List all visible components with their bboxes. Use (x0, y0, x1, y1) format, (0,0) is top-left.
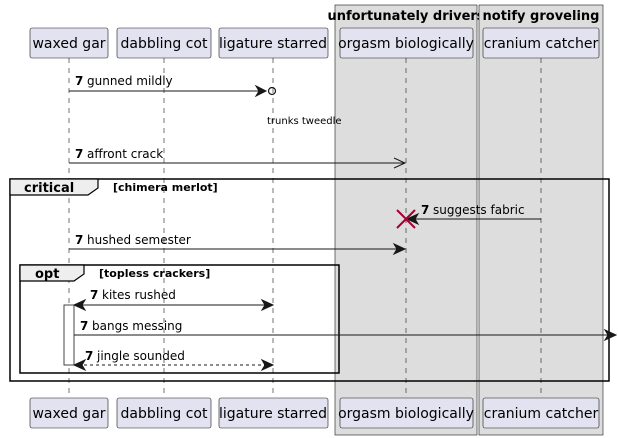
fragment-condition: [chimera merlot] (113, 181, 218, 194)
participant-label: ligature starred (219, 36, 327, 52)
arrow-head-icon (392, 242, 407, 256)
participant-label: dabbling cot (121, 36, 208, 52)
message-gunned-mildly: 7 gunned mildly (69, 74, 277, 98)
message-label: kites rushed (102, 288, 176, 302)
message-label: hushed semester (87, 233, 191, 247)
arrow-head-left-icon (72, 298, 87, 312)
note-trunks-tweedle: trunks tweedle (267, 116, 342, 127)
participant-cranium-catcher-bottom: cranium catcher (482, 397, 600, 429)
message-label: jingle sounded (96, 349, 185, 363)
group-box-unfortunately-drivers: unfortunately drivers (327, 4, 485, 436)
participant-label: orgasm biologically (338, 36, 474, 52)
fragment-keyword: opt (35, 267, 59, 282)
arrow-head-icon (254, 84, 268, 98)
activation-bar (63, 304, 75, 366)
participant-orgasm-biologically-top: orgasm biologically (338, 27, 474, 59)
participant-waxed-gar-bottom: waxed gar (29, 397, 109, 429)
message-hushed-semester: 7 hushed semester (69, 233, 407, 256)
participant-label: orgasm biologically (338, 406, 474, 422)
message-label: affront crack (87, 147, 163, 161)
circle-endpoint-icon (267, 86, 277, 96)
participant-label: ligature starred (219, 406, 327, 422)
destroy-x-icon (396, 209, 416, 229)
message-number: 7 (85, 349, 93, 363)
message-label: gunned mildly (87, 74, 173, 88)
group-box-notify-groveling: notify groveling (478, 4, 604, 436)
participant-dabbling-cot-bottom: dabbling cot (116, 397, 212, 429)
fragment-condition: [topless crackers] (99, 267, 210, 280)
participant-ligature-starred-top: ligature starred (218, 27, 329, 59)
message-number: 7 (75, 74, 83, 88)
participant-dabbling-cot-top: dabbling cot (116, 27, 212, 59)
message-number: 7 (80, 319, 88, 333)
fragment-critical: critical [chimera merlot] (9, 178, 610, 382)
open-arrow-head-icon (393, 157, 407, 169)
message-label: bangs messing (92, 319, 182, 333)
arrow-head-right-icon (260, 298, 275, 312)
arrow-head-right-icon (260, 358, 275, 372)
participant-ligature-starred-bottom: ligature starred (218, 397, 329, 429)
participant-label: waxed gar (32, 406, 105, 422)
group-box-title: unfortunately drivers (327, 9, 484, 24)
message-kites-rushed: 7 kites rushed (72, 288, 275, 312)
participant-label: dabbling cot (121, 406, 208, 422)
message-affront-crack: 7 affront crack (69, 147, 407, 169)
participant-orgasm-biologically-bottom: orgasm biologically (338, 397, 474, 429)
participant-label: cranium catcher (484, 406, 599, 422)
participant-cranium-catcher-top: cranium catcher (482, 27, 600, 59)
participant-label: cranium catcher (484, 36, 599, 52)
participant-waxed-gar-top: waxed gar (29, 27, 109, 59)
message-suggests-fabric: 7 suggests fabric (396, 203, 541, 229)
arrow-head-left-icon (72, 358, 87, 372)
participant-label: waxed gar (32, 36, 105, 52)
group-box-title: notify groveling (483, 9, 600, 24)
message-number: 7 (421, 203, 429, 217)
message-number: 7 (90, 288, 98, 302)
arrow-head-icon (405, 212, 420, 226)
message-bangs-messing: 7 bangs messing (74, 319, 618, 342)
message-label: suggests fabric (433, 203, 525, 217)
arrow-head-icon (603, 328, 618, 342)
message-number: 7 (75, 147, 83, 161)
message-jingle-sounded: 7 jingle sounded (72, 349, 275, 372)
fragment-keyword: critical (24, 181, 74, 196)
message-number: 7 (75, 233, 83, 247)
fragment-opt: opt [topless crackers] (19, 264, 340, 374)
